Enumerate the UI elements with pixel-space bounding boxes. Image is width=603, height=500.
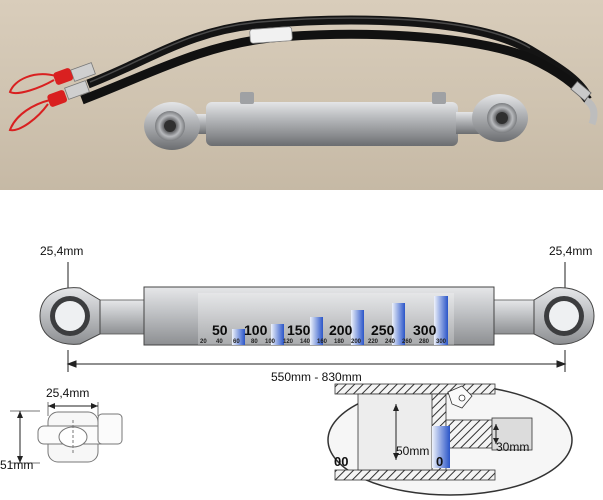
scale-minor-labels: 20 40 60 80 100 120 140 160 180 200 220 … (200, 339, 447, 345)
dim-length: 550mm - 830mm (271, 370, 362, 384)
cutaway-scale-left: 00 (334, 454, 348, 469)
scale-minor-13: 280 (419, 339, 430, 345)
scale-minor-1: 40 (216, 339, 223, 345)
scale-major-2: 150 (287, 322, 311, 338)
cutaway-detail-drawing: 00 0 (327, 383, 573, 496)
detail-dim-height: 51mm (0, 458, 34, 472)
scale-major-labels: 50 100 150 200 250 300 (212, 322, 437, 338)
scale-minor-8: 180 (334, 339, 345, 345)
cutaway-dim-rod: 30mm (496, 440, 530, 454)
end-detail-drawing (10, 402, 123, 464)
scale-major-1: 100 (244, 322, 268, 338)
detail-dim-width: 25,4mm (46, 386, 90, 400)
scale-minor-7: 160 (317, 339, 328, 345)
quick-couplers (8, 62, 96, 132)
scale-minor-4: 100 (265, 339, 276, 345)
scale-major-0: 50 (212, 322, 228, 338)
scale-major-3: 200 (329, 322, 353, 338)
scale-minor-2: 60 (233, 339, 240, 345)
scale-minor-12: 260 (402, 339, 413, 345)
scale-major-4: 250 (371, 322, 395, 338)
scale-major-5: 300 (413, 322, 437, 338)
scale-minor-14: 300 (436, 339, 447, 345)
cutaway-scale-right: 0 (436, 454, 443, 469)
scale-minor-10: 220 (368, 339, 379, 345)
cutaway-dim-bore: 50mm (396, 444, 430, 458)
photo-illustration (8, 15, 598, 150)
stroke-scale-bars (232, 296, 448, 345)
scale-minor-9: 200 (351, 339, 362, 345)
photo-cylinder (144, 92, 528, 150)
dimension-lines (66, 262, 567, 372)
scale-minor-11: 240 (385, 339, 396, 345)
scale-minor-3: 80 (251, 339, 258, 345)
dim-right-eye: 25,4mm (549, 244, 593, 258)
scale-minor-0: 20 (200, 339, 207, 345)
hydraulic-hoses (80, 15, 598, 126)
product-photo (0, 0, 603, 190)
scale-minor-6: 140 (300, 339, 311, 345)
dim-left-eye: 25,4mm (40, 244, 84, 258)
scale-minor-5: 120 (283, 339, 294, 345)
